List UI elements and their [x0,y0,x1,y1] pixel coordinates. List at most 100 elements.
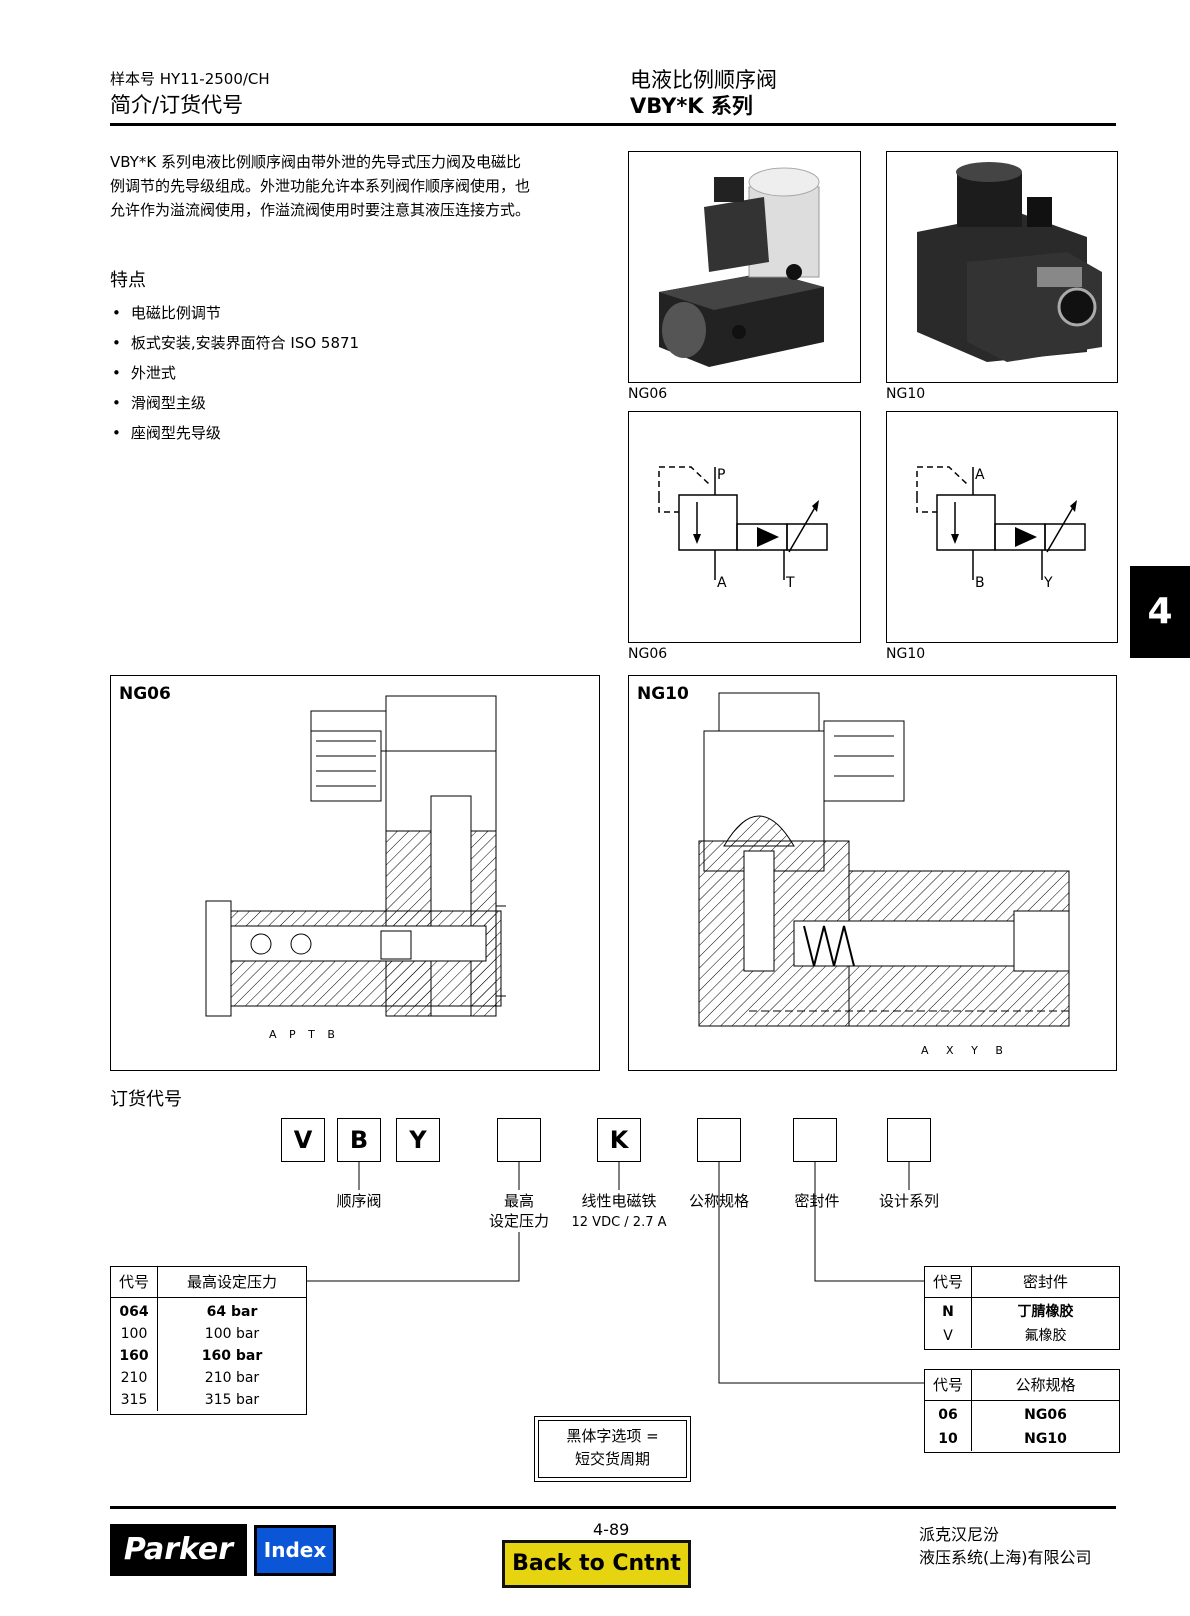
table-cell: 100 [120,1326,148,1342]
page-number: 4-89 [593,1520,630,1539]
code-box-size [697,1118,741,1162]
pressure-value-col: 64 bar 100 bar 160 bar 210 bar 315 bar [158,1298,306,1411]
bold-note: 黑体字选项 = 短交货周期 [534,1416,691,1482]
photo-ng10 [886,151,1118,383]
table-cell: 210 bar [204,1370,260,1386]
section-title-ng10: NG10 [637,684,689,704]
series-title: VBY*K 系列 [630,94,753,118]
label-valve: 顺序阀 [336,1192,382,1210]
label-design: 设计系列 [878,1192,939,1210]
symbol-port-b2: Y [1043,575,1053,591]
table-cell: 10 [938,1431,958,1447]
seal-value-col: 丁腈橡胶 氟橡胶 [972,1298,1119,1348]
label-seal: 密封件 [794,1192,840,1210]
code-box-k: K [597,1118,641,1162]
code-box-seal [793,1118,837,1162]
code-box-v: V [281,1118,325,1162]
intro-line: 允许作为溢流阀使用，作溢流阀使用时要注意其液压连接方式。 [110,201,531,219]
photo-ng06 [628,151,861,383]
feature-item: 板式安装,安装界面符合 ISO 5871 [112,328,359,358]
size-table: 代号 公称规格 06 10 NG06 NG10 [924,1369,1120,1453]
code-box-y: Y [396,1118,440,1162]
table-cell: 64 bar [206,1304,258,1320]
chapter-tab[interactable]: 4 [1130,566,1190,658]
photo-caption-ng06: NG06 [628,386,668,402]
footer-rule [110,1506,1116,1509]
header-code: 代号 [925,1267,972,1297]
seal-code-col: N V [925,1298,972,1348]
symbol-caption-ng06: NG06 [628,646,668,662]
table-cell: N [942,1304,954,1320]
header-code: 代号 [925,1370,972,1400]
feature-item: 滑阀型主级 [112,388,359,418]
size-table-header: 代号 公称规格 [925,1370,1119,1401]
pressure-table-header: 代号 最高设定压力 [111,1267,306,1298]
port-label: A [269,1028,277,1041]
table-cell: 160 [119,1348,149,1364]
index-button[interactable]: Index [254,1525,336,1576]
table-cell: V [943,1328,953,1344]
label-pressure-1: 最高 [503,1192,534,1210]
section-ports-ng06: A P T B [269,1028,335,1041]
code-box-b: B [337,1118,381,1162]
seal-table-body: N V 丁腈橡胶 氟橡胶 [925,1298,1119,1348]
intro-line: 例调节的先导级组成。外泄功能允许本系列阀作顺序阀使用，也 [110,177,531,195]
symbol-port-top: P [717,467,725,483]
table-cell: 06 [938,1407,958,1423]
ordering-title: 订货代号 [110,1089,182,1110]
table-cell: 100 bar [204,1326,260,1342]
pressure-table-body: 064 100 160 210 315 64 bar 100 bar 160 b… [111,1298,306,1411]
label-pressure-2: 设定压力 [488,1212,549,1230]
symbol-ng10: A B Y [886,411,1118,643]
feature-item: 座阀型先导级 [112,418,359,448]
header-rule [110,123,1116,126]
symbol-port-b1: A [717,575,727,591]
header-code: 代号 [111,1267,158,1297]
company-name-2: 液压系统(上海)有限公司 [919,1548,1092,1567]
port-label: B [995,1044,1003,1057]
product-title: 电液比例顺序阀 [630,68,777,92]
header-seal: 密封件 [1022,1273,1068,1291]
size-table-body: 06 10 NG06 NG10 [925,1401,1119,1451]
table-cell: 315 [120,1392,148,1408]
intro-line: VBY*K 系列电液比例顺序阀由带外泄的先导式压力阀及电磁比 [110,153,522,171]
symbol-port-b2: T [785,575,795,591]
table-cell: 315 bar [204,1392,260,1408]
port-label: T [308,1028,315,1041]
photo-caption-ng10: NG10 [886,386,926,402]
section-ports-ng10: A X Y B [921,1044,1003,1057]
table-cell: NG06 [1024,1407,1067,1423]
features-title: 特点 [110,270,146,291]
hydraulic-symbol-ng06: P A T [658,466,828,591]
size-value-col: NG06 NG10 [972,1401,1119,1451]
valve-photo-ng10-image [917,162,1102,362]
note-line-1: 黑体字选项 = [566,1427,659,1445]
symbol-caption-ng10: NG10 [886,646,926,662]
table-cell: 丁腈橡胶 [1017,1304,1074,1320]
pressure-table: 代号 最高设定压力 064 100 160 210 315 64 bar 100… [110,1266,307,1415]
section-ng06: NG06 A P T B [110,675,600,1071]
feature-item: 外泄式 [112,358,359,388]
code-box-pressure [497,1118,541,1162]
valve-photo-ng06-image [659,167,824,367]
label-solenoid-1: 线性电磁铁 [581,1192,657,1210]
pressure-code-col: 064 100 160 210 315 [111,1298,158,1411]
label-size: 公称规格 [688,1192,749,1210]
port-label: P [289,1028,296,1041]
back-to-contents-button[interactable]: Back to Cntnt [502,1540,691,1588]
catalog-number: 样本号 HY11-2500/CH [110,70,270,88]
symbol-port-top: A [975,467,985,483]
sectional-drawing-ng10 [698,692,1070,1027]
label-solenoid-2: 12 VDC / 2.7 A [571,1215,667,1230]
feature-item: 电磁比例调节 [112,298,359,328]
features-list: 电磁比例调节 板式安装,安装界面符合 ISO 5871 外泄式 滑阀型主级 座阀… [112,298,359,448]
port-label: Y [971,1044,978,1057]
intro-text: VBY*K 系列电液比例顺序阀由带外泄的先导式压力阀及电磁比 例调节的先导级组成… [110,150,610,222]
size-code-col: 06 10 [925,1401,972,1451]
table-cell: 氟橡胶 [1024,1328,1067,1344]
sectional-drawing-ng06 [205,695,506,1017]
hydraulic-symbol-ng10: A B Y [916,466,1086,591]
port-label: A [921,1044,929,1057]
section-title-ng06: NG06 [119,684,171,704]
